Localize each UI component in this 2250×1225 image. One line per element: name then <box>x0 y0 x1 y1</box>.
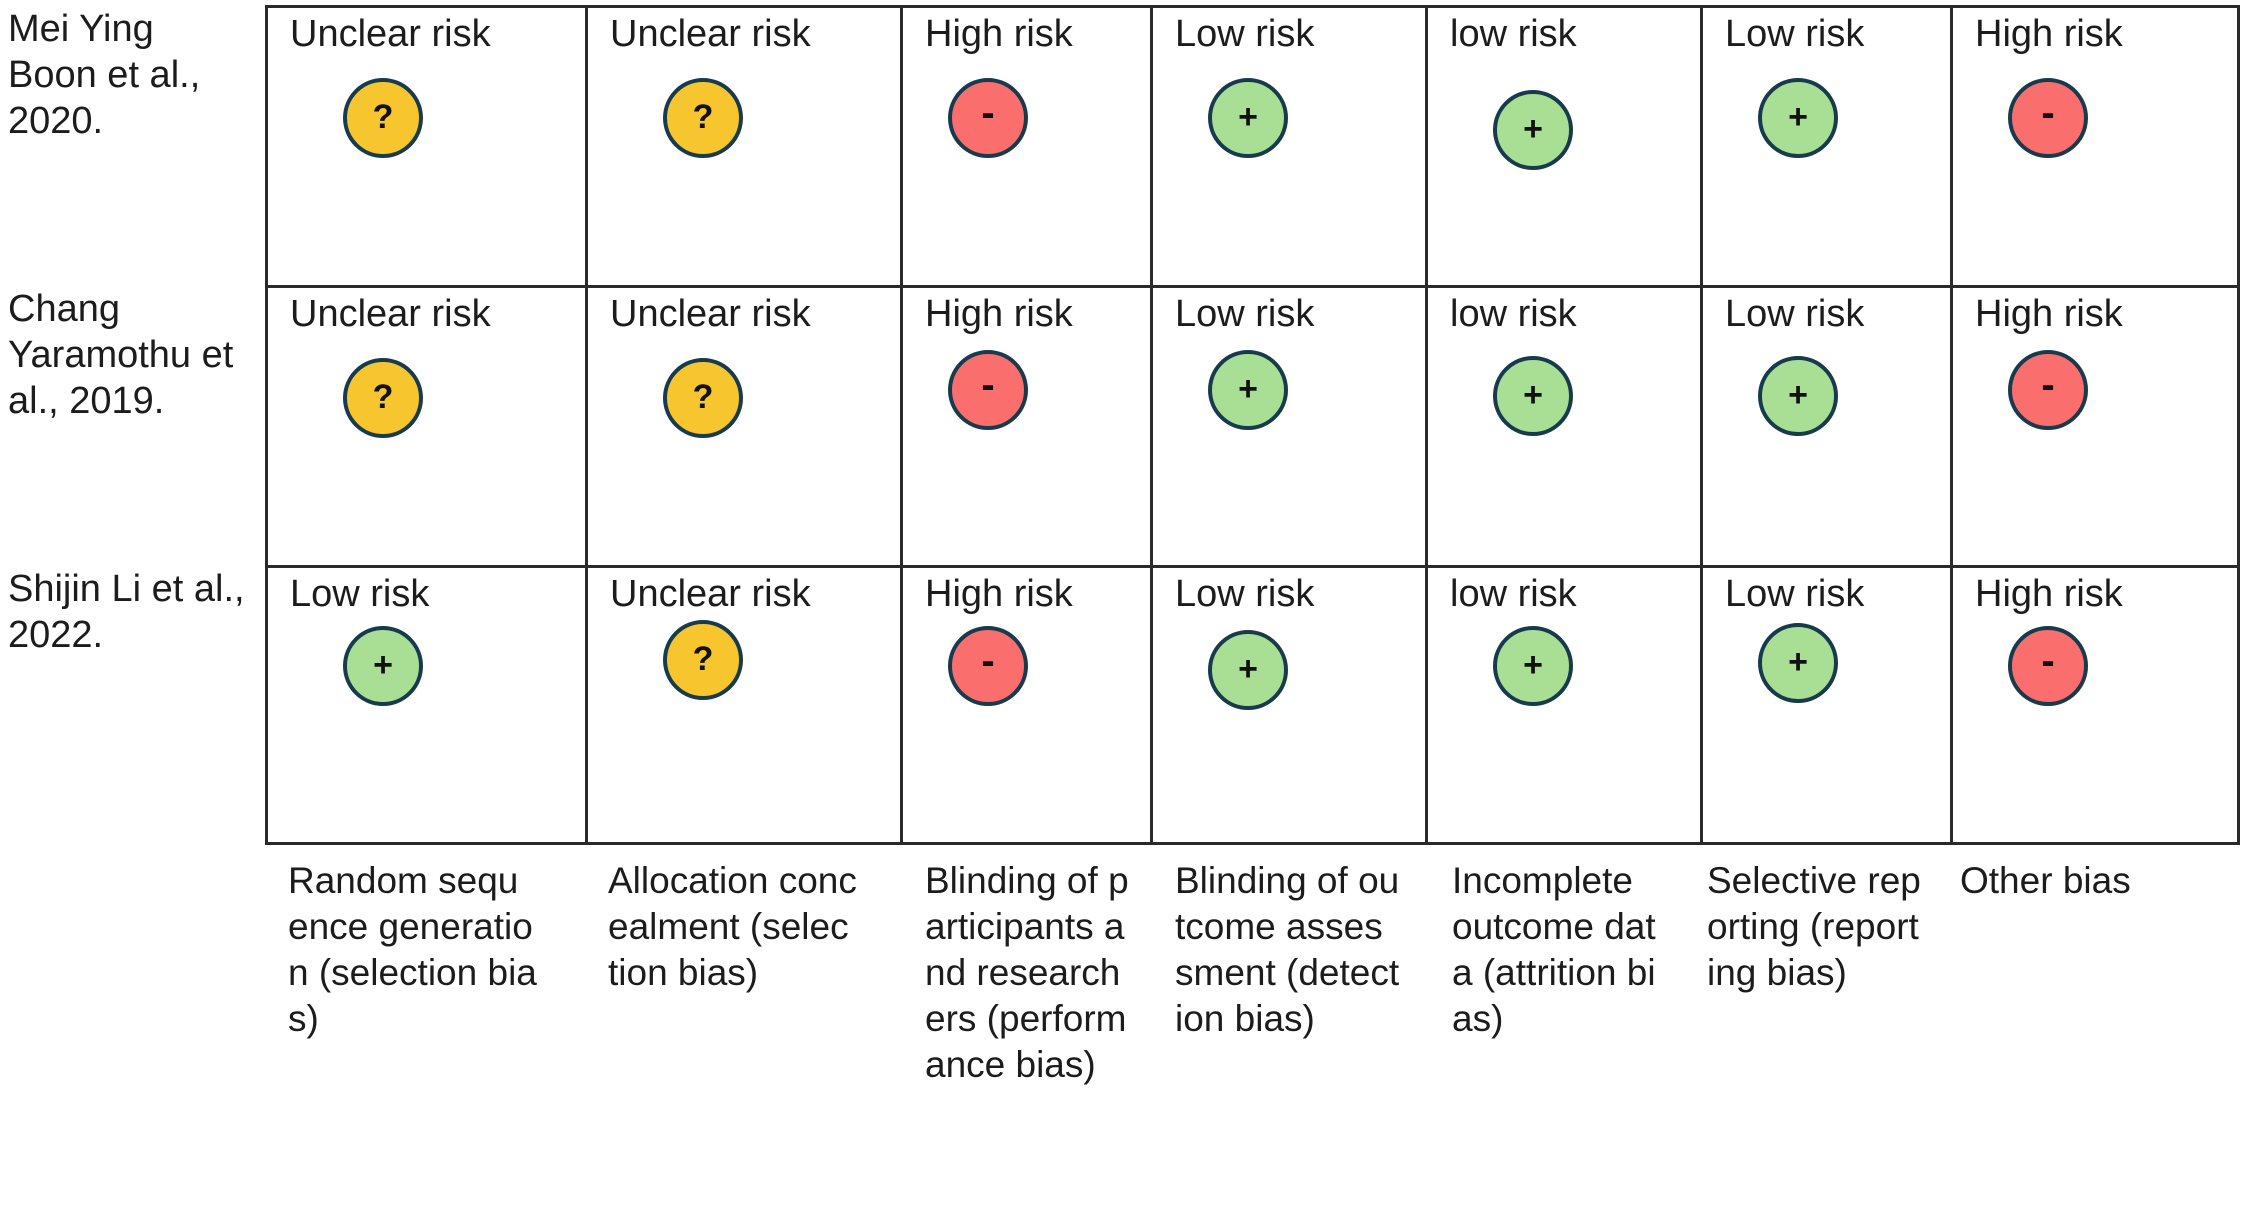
rob-cell-label: Unclear risk <box>610 13 811 55</box>
rob-cell-label: High risk <box>925 13 1073 55</box>
rob-bubble-unclear-icon: ? <box>343 358 423 438</box>
rob-cell-label: High risk <box>1975 13 2123 55</box>
rob-cell-r1-c0[interactable]: Unclear risk ? <box>265 285 585 565</box>
rob-cell-r2-c1[interactable]: Unclear risk ? <box>585 565 900 845</box>
rob-cell-r0-c5[interactable]: Low risk + <box>1700 5 1950 285</box>
rob-cell-label: Unclear risk <box>290 13 491 55</box>
rob-cell-r0-c0[interactable]: Unclear risk ? <box>265 5 585 285</box>
rob-bubble-unclear-icon: ? <box>663 620 743 700</box>
table-row: Unclear risk ? Unclear risk ? High risk … <box>265 285 2240 565</box>
rob-cell-label: Low risk <box>290 573 430 615</box>
study-label-row-0: Mei Ying Boon et al., 2020. <box>8 8 201 142</box>
rob-cell-r0-c1[interactable]: Unclear risk ? <box>585 5 900 285</box>
rob-cell-r1-c3[interactable]: Low risk + <box>1150 285 1425 565</box>
rob-symbol: + <box>1788 643 1808 681</box>
domain-header-allocation-concealment: Allocation concealment (selection bias) <box>608 860 857 993</box>
risk-of-bias-grid: Unclear risk ? Unclear risk ? High risk … <box>265 5 2240 845</box>
rob-symbol: - <box>2041 639 2055 683</box>
rob-cell-label: Low risk <box>1725 13 1865 55</box>
rob-cell-label: Low risk <box>1175 573 1315 615</box>
rob-bubble-low-icon: + <box>1758 623 1838 703</box>
rob-symbol: ? <box>692 640 714 678</box>
table-row: Unclear risk ? Unclear risk ? High risk … <box>265 5 2240 285</box>
study-label-row-1: Chang Yaramothu et al., 2019. <box>8 288 234 422</box>
rob-bubble-low-icon: + <box>1493 356 1573 436</box>
rob-bubble-low-icon: + <box>1208 350 1288 430</box>
rob-cell-label: low risk <box>1450 13 1577 55</box>
rob-symbol: - <box>981 91 995 135</box>
rob-bubble-unclear-icon: ? <box>663 78 743 158</box>
rob-symbol: - <box>2041 363 2055 407</box>
rob-cell-r1-c2[interactable]: High risk - <box>900 285 1150 565</box>
rob-symbol: - <box>981 363 995 407</box>
rob-cell-r2-c2[interactable]: High risk - <box>900 565 1150 845</box>
rob-cell-label: low risk <box>1450 573 1577 615</box>
domain-header-selective-reporting: Selective reporting (reporting bias) <box>1707 860 1921 993</box>
rob-bubble-low-icon: + <box>343 626 423 706</box>
rob-cell-r2-c6[interactable]: High risk - <box>1950 565 2240 845</box>
domain-header-blinding-participants: Blinding of participants and researchers… <box>925 860 1129 1085</box>
domain-header-incomplete-outcome-data: Incomplete outcome data (attrition bias) <box>1452 860 1656 1039</box>
rob-symbol: + <box>1523 376 1543 414</box>
rob-bubble-high-icon: - <box>2008 78 2088 158</box>
rob-symbol: + <box>1788 376 1808 414</box>
rob-cell-label: Unclear risk <box>610 573 811 615</box>
rob-symbol: ? <box>692 378 714 416</box>
rob-symbol: + <box>373 646 393 684</box>
domain-header-other-bias: Other bias <box>1960 860 2131 901</box>
rob-bubble-low-icon: + <box>1208 630 1288 710</box>
rob-cell-label: Low risk <box>1725 293 1865 335</box>
table-row: Low risk + Unclear risk ? High risk - Lo… <box>265 565 2240 845</box>
domain-header-random-sequence-generation: Random sequence generation (selection bi… <box>288 860 537 1039</box>
rob-cell-r0-c2[interactable]: High risk - <box>900 5 1150 285</box>
rob-cell-label: Low risk <box>1725 573 1865 615</box>
rob-bubble-high-icon: - <box>948 78 1028 158</box>
rob-bubble-high-icon: - <box>2008 350 2088 430</box>
rob-cell-r2-c4[interactable]: low risk + <box>1425 565 1700 845</box>
rob-cell-label: Unclear risk <box>610 293 811 335</box>
rob-symbol: + <box>1238 370 1258 408</box>
rob-bubble-unclear-icon: ? <box>343 78 423 158</box>
study-label-row-2: Shijin Li et al., 2022. <box>8 568 245 656</box>
rob-cell-r2-c0[interactable]: Low risk + <box>265 565 585 845</box>
rob-cell-r1-c5[interactable]: Low risk + <box>1700 285 1950 565</box>
rob-symbol: + <box>1238 98 1258 136</box>
rob-cell-label: low risk <box>1450 293 1577 335</box>
rob-bubble-high-icon: - <box>2008 626 2088 706</box>
rob-bubble-high-icon: - <box>948 350 1028 430</box>
rob-symbol: - <box>2041 91 2055 135</box>
rob-symbol: + <box>1523 110 1543 148</box>
rob-cell-r1-c1[interactable]: Unclear risk ? <box>585 285 900 565</box>
rob-symbol: + <box>1238 650 1258 688</box>
rob-symbol: + <box>1788 98 1808 136</box>
rob-cell-r0-c4[interactable]: low risk + <box>1425 5 1700 285</box>
rob-cell-label: Low risk <box>1175 293 1315 335</box>
rob-cell-label: High risk <box>1975 573 2123 615</box>
rob-cell-r0-c3[interactable]: Low risk + <box>1150 5 1425 285</box>
rob-cell-r1-c6[interactable]: High risk - <box>1950 285 2240 565</box>
rob-cell-label: High risk <box>1975 293 2123 335</box>
rob-bubble-low-icon: + <box>1208 78 1288 158</box>
rob-bubble-low-icon: + <box>1758 356 1838 436</box>
rob-bubble-low-icon: + <box>1493 626 1573 706</box>
rob-bubble-high-icon: - <box>948 626 1028 706</box>
rob-cell-r0-c6[interactable]: High risk - <box>1950 5 2240 285</box>
rob-cell-label: High risk <box>925 573 1073 615</box>
rob-cell-r2-c5[interactable]: Low risk + <box>1700 565 1950 845</box>
rob-symbol: ? <box>372 98 394 136</box>
rob-bubble-low-icon: + <box>1493 90 1573 170</box>
rob-cell-label: Low risk <box>1175 13 1315 55</box>
rob-cell-r2-c3[interactable]: Low risk + <box>1150 565 1425 845</box>
rob-symbol: ? <box>692 98 714 136</box>
rob-symbol: - <box>981 639 995 683</box>
rob-bubble-low-icon: + <box>1758 78 1838 158</box>
rob-symbol: + <box>1523 646 1543 684</box>
rob-cell-label: High risk <box>925 293 1073 335</box>
rob-cell-r1-c4[interactable]: low risk + <box>1425 285 1700 565</box>
domain-header-blinding-outcome-assessment: Blinding of outcome assessment (detectio… <box>1175 860 1400 1039</box>
rob-cell-label: Unclear risk <box>290 293 491 335</box>
rob-symbol: ? <box>372 378 394 416</box>
rob-bubble-unclear-icon: ? <box>663 358 743 438</box>
